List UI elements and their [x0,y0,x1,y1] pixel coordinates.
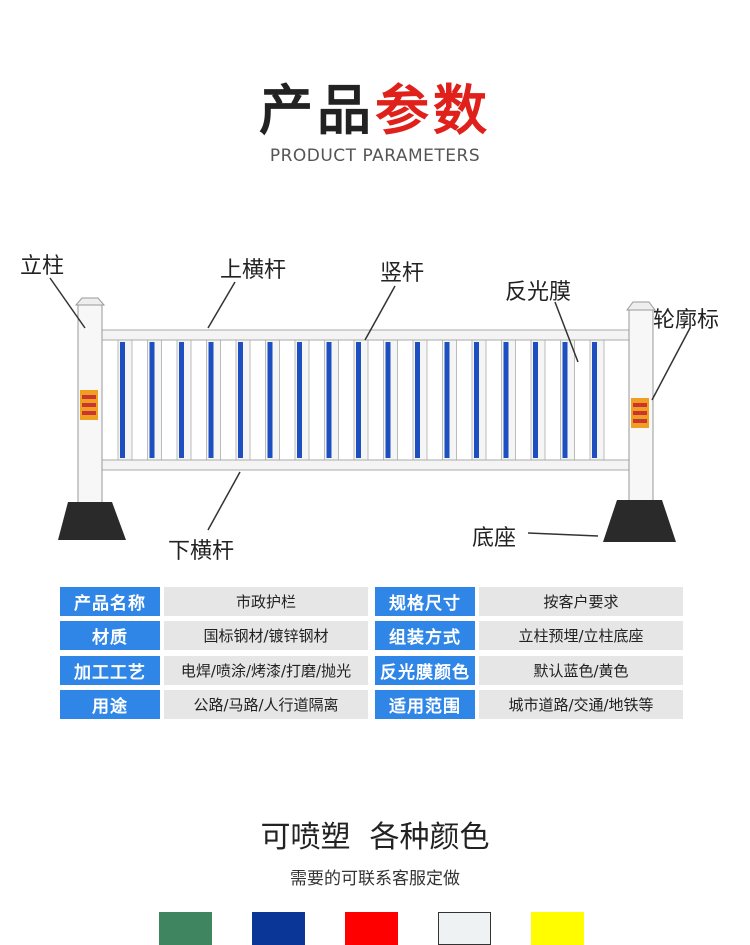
param-value: 默认蓝色/黄色 [479,656,683,685]
label-picket: 竖杆 [380,261,425,286]
reflective-film-strip [533,342,538,458]
param-label: 组装方式 [375,621,475,650]
reflective-film-strip [503,342,509,458]
param-value: 国标钢材/镀锌钢材 [164,621,368,650]
color-swatch [159,912,212,945]
param-value: 公路/马路/人行道隔离 [164,690,368,719]
label-bottom-rail: 下横杆 [168,539,235,564]
reflective-film-strip [356,342,361,458]
left-post [58,297,126,540]
param-value: 立柱预埋/立柱底座 [479,621,683,650]
title-part1: 产品 [259,78,375,142]
callout-lines [49,277,691,537]
reflective-film-strip [267,342,273,458]
label-base: 底座 [472,526,517,551]
reflective-film-strip [297,342,302,458]
reflective-film-strip [444,342,450,458]
bottom-rail [99,459,633,471]
reflective-film-strip [326,342,332,458]
reflective-film-strip [208,342,214,458]
param-label: 适用范围 [375,690,475,719]
param-value: 电焊/喷涂/烤漆/打磨/抛光 [164,656,368,685]
page-title: 产品参数 [0,66,750,145]
colors-subtitle: 需要的可联系客服定做 [290,869,460,889]
fence-diagram [49,277,691,542]
param-label: 产品名称 [60,587,160,616]
color-swatch [438,912,491,945]
color-swatch [531,912,584,945]
reflective-film-strip [385,342,391,458]
reflective-film-strip [562,342,568,458]
param-value: 城市道路/交通/地铁等 [479,690,683,719]
label-post: 立柱 [20,254,65,279]
reflective-film-strip [120,342,125,458]
label-top-rail: 上横杆 [220,258,287,283]
param-label: 用途 [60,690,160,719]
reflective-film-strip [592,342,597,458]
right-post [603,301,676,542]
colors-title: 可喷塑 各种颜色 [260,820,490,855]
title-part2: 参数 [375,78,491,142]
label-reflective-film: 反光膜 [505,280,572,305]
param-value: 市政护栏 [164,587,368,616]
param-value: 按客户要求 [479,587,683,616]
color-swatch [252,912,305,945]
reflective-film-strip [474,342,479,458]
color-swatch [345,912,398,945]
page-subtitle: PRODUCT PARAMETERS [269,146,481,166]
param-label: 规格尺寸 [375,587,475,616]
label-delineator: 轮廓标 [653,308,720,333]
pickets [117,337,605,463]
param-label: 反光膜颜色 [375,656,475,685]
reflective-film-strip [179,342,184,458]
param-label: 加工工艺 [60,656,160,685]
reflective-film-strip [149,342,155,458]
reflective-film-strip [238,342,243,458]
reflective-film-strip [415,342,420,458]
param-label: 材质 [60,621,160,650]
